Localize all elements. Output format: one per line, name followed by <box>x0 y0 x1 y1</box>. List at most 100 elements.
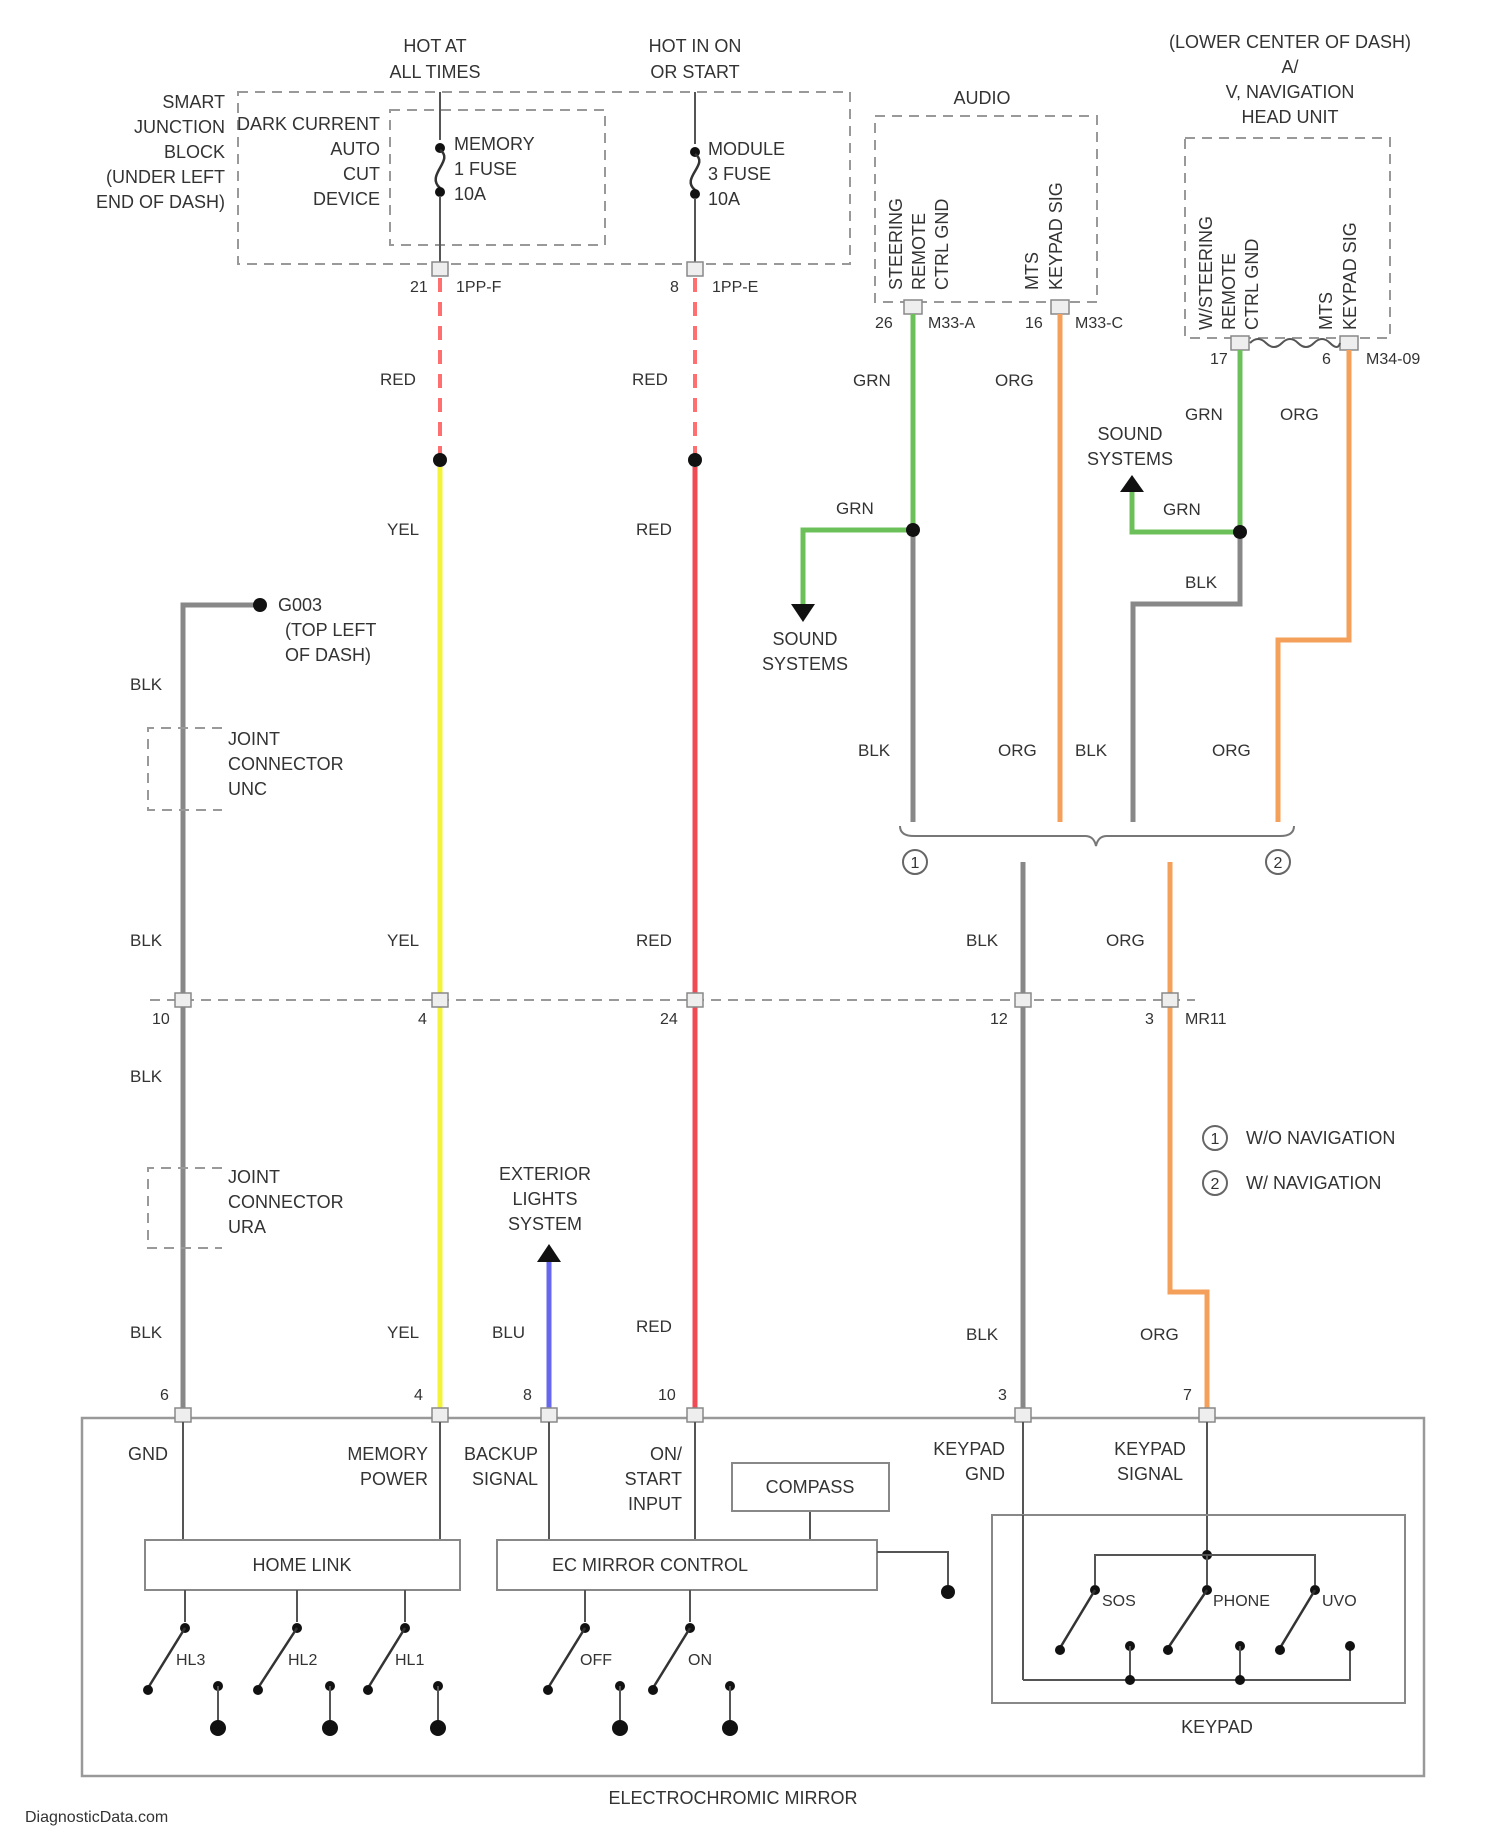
svg-text:1: 1 <box>911 855 920 872</box>
svg-text:W/STEERING: W/STEERING <box>1196 216 1216 330</box>
mirror-pin-gnd: 6 <box>160 1387 169 1404</box>
svg-text:KEYPAD: KEYPAD <box>1114 1439 1186 1459</box>
svg-text:DEVICE: DEVICE <box>313 189 380 209</box>
svg-text:URA: URA <box>228 1217 266 1237</box>
wire-label-org-2: ORG <box>998 741 1037 760</box>
svg-text:(TOP LEFT: (TOP LEFT <box>285 620 376 640</box>
wire-label-grn-1: GRN <box>853 371 891 390</box>
hot-at-all-times-line2: ALL TIMES <box>389 62 480 82</box>
legend-wo-nav: W/O NAVIGATION <box>1246 1128 1395 1148</box>
svg-text:1 FUSE: 1 FUSE <box>454 159 517 179</box>
keypad-switch-uvo: UVO <box>1275 1585 1357 1655</box>
mirror-label-backup-signal: BACKUP SIGNAL <box>464 1444 538 1489</box>
svg-text:AUTO: AUTO <box>330 139 380 159</box>
svg-text:OF DASH): OF DASH) <box>285 645 371 665</box>
wire-label-yel-2: YEL <box>387 931 419 950</box>
svg-text:(UNDER LEFT: (UNDER LEFT <box>106 167 225 187</box>
watermark: DiagnosticData.com <box>25 1809 168 1826</box>
audio-pin-a: 26 <box>875 315 893 332</box>
wire-label-red-4: RED <box>636 931 672 950</box>
wire-label-red-2: RED <box>632 370 668 389</box>
mr11-pin-4: 12 <box>990 1011 1008 1028</box>
joint-connector-unc-label: JOINT CONNECTOR UNC <box>228 729 344 799</box>
svg-text:HEAD UNIT: HEAD UNIT <box>1241 107 1338 127</box>
wire-label-org-low-2: ORG <box>1140 1325 1179 1344</box>
nav-pin-b: 6 <box>1322 351 1331 368</box>
exterior-lights-ref: EXTERIOR LIGHTS SYSTEM <box>499 1164 591 1234</box>
sound-systems-arrow-right <box>1120 475 1144 492</box>
home-link-label: HOME LINK <box>252 1555 351 1575</box>
svg-text:CUT: CUT <box>343 164 380 184</box>
wire-label-blu: BLU <box>492 1323 525 1342</box>
switch-hl3: HL3 <box>143 1590 226 1736</box>
sound-systems-ref-left: SOUND SYSTEMS <box>762 629 848 674</box>
svg-text:SYSTEM: SYSTEM <box>508 1214 582 1234</box>
compass-label: COMPASS <box>766 1477 855 1497</box>
svg-text:SYSTEMS: SYSTEMS <box>762 654 848 674</box>
svg-text:CTRL GND: CTRL GND <box>1242 239 1262 330</box>
svg-text:MEMORY: MEMORY <box>454 134 535 154</box>
svg-text:JUNCTION: JUNCTION <box>134 117 225 137</box>
audio-conn-c: M33-C <box>1075 315 1123 332</box>
dark-current-device-label: DARK CURRENT AUTO CUT DEVICE <box>237 114 380 209</box>
svg-text:UNC: UNC <box>228 779 267 799</box>
wire-label-blk-gnd-1: BLK <box>130 675 163 694</box>
switch-hl2: HL2 <box>253 1590 338 1736</box>
conn-memory: 1PP-F <box>456 279 502 296</box>
svg-text:1: 1 <box>1211 1131 1220 1148</box>
audio-title: AUDIO <box>953 88 1010 108</box>
svg-text:A/: A/ <box>1281 57 1298 77</box>
memory-fuse-label: MEMORY 1 FUSE 10A <box>454 134 535 204</box>
mirror-label-keypad-gnd: KEYPAD GND <box>933 1439 1005 1484</box>
wire-label-blk-audio: BLK <box>858 741 891 760</box>
sound-systems-arrow-left <box>791 604 815 622</box>
wire-label-red-3: RED <box>636 520 672 539</box>
conn-module: 1PP-E <box>712 279 758 296</box>
mr11-pin-3: 24 <box>660 1011 678 1028</box>
svg-text:START: START <box>625 1469 682 1489</box>
exterior-lights-arrow <box>537 1244 561 1262</box>
svg-text:END OF DASH): END OF DASH) <box>96 192 225 212</box>
svg-text:V, NAVIGATION: V, NAVIGATION <box>1226 82 1355 102</box>
switch-off: OFF <box>543 1590 628 1736</box>
mirror-pin-on: 10 <box>658 1387 676 1404</box>
wire-label-grn-3: GRN <box>1185 405 1223 424</box>
svg-text:HL3: HL3 <box>176 1652 205 1669</box>
wire-label-org-low-1: ORG <box>1106 931 1145 950</box>
svg-text:REMOTE: REMOTE <box>1219 253 1239 330</box>
wire-label-blk-nav-1: BLK <box>1185 573 1218 592</box>
wire-label-grn-2: GRN <box>836 499 874 518</box>
svg-text:HL2: HL2 <box>288 1652 317 1669</box>
junction-block-name: SMART JUNCTION BLOCK (UNDER LEFT END OF … <box>96 92 225 212</box>
svg-text:ON: ON <box>688 1652 712 1669</box>
svg-text:2: 2 <box>1274 855 1283 872</box>
svg-text:MTS: MTS <box>1022 252 1042 290</box>
svg-text:LIGHTS: LIGHTS <box>512 1189 577 1209</box>
svg-text:SIGNAL: SIGNAL <box>1117 1464 1183 1484</box>
ec-mirror-control-label: EC MIRROR CONTROL <box>552 1555 748 1575</box>
nav-title: (LOWER CENTER OF DASH) A/ V, NAVIGATION … <box>1169 32 1411 127</box>
wire-grn-audio-branch <box>803 530 913 604</box>
svg-text:SYSTEMS: SYSTEMS <box>1087 449 1173 469</box>
svg-text:SOUND: SOUND <box>1097 424 1162 444</box>
mirror-title: ELECTROCHROMIC MIRROR <box>608 1788 857 1808</box>
memory-fuse-icon <box>436 150 445 188</box>
mr11-pin-2: 4 <box>418 1011 427 1028</box>
hot-in-on-line1: HOT IN ON <box>649 36 742 56</box>
svg-text:OFF: OFF <box>580 1652 612 1669</box>
mr11-pin-1: 10 <box>152 1011 170 1028</box>
svg-text:KEYPAD SIG: KEYPAD SIG <box>1340 222 1360 330</box>
svg-text:KEYPAD: KEYPAD <box>933 1439 1005 1459</box>
joint-connector-ura-label: JOINT CONNECTOR URA <box>228 1167 344 1237</box>
svg-text:INPUT: INPUT <box>628 1494 682 1514</box>
svg-text:10A: 10A <box>708 189 740 209</box>
svg-text:G003: G003 <box>278 595 322 615</box>
svg-text:REMOTE: REMOTE <box>909 213 929 290</box>
pin-module: 8 <box>670 279 679 296</box>
switch-on: ON <box>648 1590 738 1736</box>
svg-text:SOS: SOS <box>1102 1593 1136 1610</box>
audio-pin-c: 16 <box>1025 315 1043 332</box>
audio-conn-a: M33-A <box>928 315 975 332</box>
svg-text:BACKUP: BACKUP <box>464 1444 538 1464</box>
nav-conn: M34-09 <box>1366 351 1420 368</box>
